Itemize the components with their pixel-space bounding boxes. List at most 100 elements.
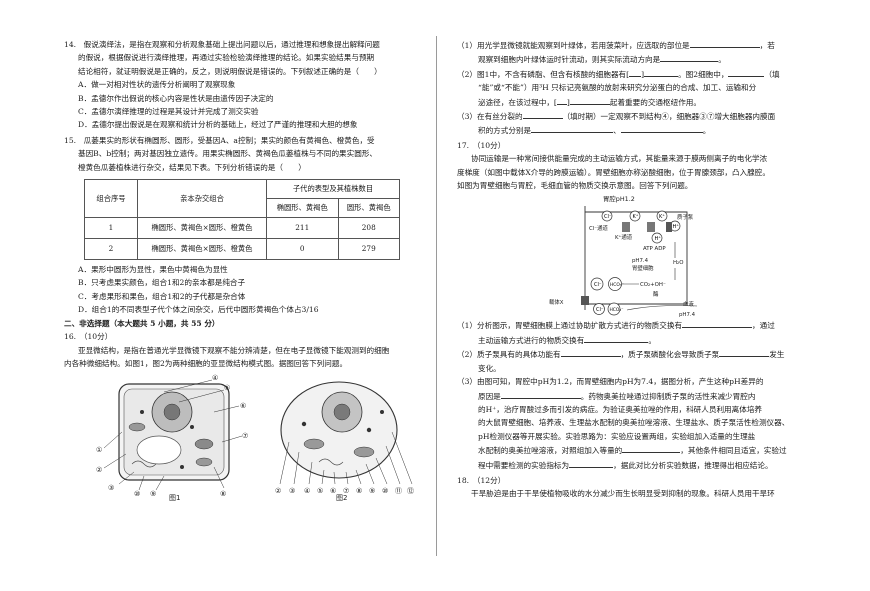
cl-ion: Cl⁻ [594,282,602,288]
q16-head: 16. （10分） [64,332,113,342]
q16-line: 亚显微结构，是指在普通光学显微镜下观察不能分辨清楚，但在电子显微镜下能观测到的细… [78,345,390,355]
cl-ion: Cl⁻ [596,307,604,313]
q16-part1-cont: 观察到细胞内叶绿体运时针流动，则其实际流动方向是。 [457,52,807,66]
q17-part1-cont: 主动运输方式进行的物质交换有。 [457,333,807,347]
proton-pump-label: 质子泵 [677,213,694,221]
fig1-label: ① [96,446,102,454]
fig2-label: ⑫ [407,487,414,495]
cl-ion: Cl⁻ [604,214,612,220]
cell-id: 2 [84,238,138,261]
answer-blank[interactable] [728,67,765,77]
h-ion: H⁺ [655,236,662,242]
q15-line: 橙黄色瓜蒌植株进行杂交，结果见下表。下列分析错误的是（ ） [78,162,306,172]
q17-part3-cont: 的H⁺，治疗胃酸过多而引发的病症。为验证奥美拉唑的作用，科研人员利用离体培养 [478,404,763,414]
figure-2-caption: 图2 [336,494,347,502]
q16-part1: （1）用光学显微镜就能观察到叶绿体，若用菠菜叶，应选取的部位是，若 [457,38,807,52]
q17-part2: （2）质子泵具有的具体功能有，质子泵磷酸化会导致质子泵发生 [457,347,807,361]
answer-blank[interactable] [531,123,614,134]
answer-blank[interactable] [556,95,567,105]
cell-c1: 211 [266,217,339,240]
q16-part2-cont: “能”或“不能”）用³H 只标记亮氨酸的放射来研究分泌蛋白的合成、加工、运输和分 [478,83,757,93]
k-ion: K⁺ [633,214,639,220]
answer-blank[interactable] [620,123,703,134]
right-column: （1）用光学显微镜就能观察到叶绿体，若用菠菜叶，应选取的部位是，若 观察到细胞内… [457,38,807,501]
answer-blank[interactable] [584,333,649,343]
fig1-label: ⑦ [242,432,248,440]
answer-blank[interactable] [500,389,581,399]
atp-label: ATP ADP [643,246,666,252]
answer-blank[interactable] [682,318,753,329]
q16-part3-cont: 积的方式分别是、。 [457,123,807,137]
lumen-label: 胃腔pH1.2 [603,194,635,203]
section-heading: 二、非选择题（本大题共 5 小题，共 55 分） [64,318,220,328]
answer-blank[interactable] [569,95,610,105]
cell-c2: 279 [337,238,400,261]
figure-1-leader-lines [103,380,243,491]
cell-label: 胃壁细胞 [632,264,654,272]
answer-blank[interactable] [660,52,719,63]
blood-ph-label: pH7.4 [679,312,696,318]
q17-part3: （3）由图可知，胃腔中pH为1.2，而胃壁细胞内pH为7.4，据图分析，产生这种… [457,377,764,387]
figure-1-cell [118,383,230,481]
q15-line: 15. 瓜蒌果实的形状有椭圆形、圆形，受基因A、a控制；果实的颜色有黄褐色、橙黄… [64,135,375,145]
fig1-label: ⑩ [134,490,140,498]
fig1-label: ⑧ [220,490,226,498]
header-cross: 亲本杂交组合 [137,179,267,219]
header-offspring: 子代的表型及其植株数目 [266,179,400,200]
question-16: 16. （10分） 亚显微结构，是指在普通光学显微镜下观察不能分辨清楚，但在电子… [64,330,418,502]
answer-blank[interactable] [560,347,621,358]
cell-c2: 208 [337,217,400,240]
hco3-ion: HCO₃⁻ [610,307,625,313]
enzyme-label: 酶 [653,290,659,298]
header-group: 组合序号 [84,179,138,219]
header-col1: 椭圆形、黄褐色 [266,198,339,219]
table-row: 2 椭圆形、黄褐色×圆形、橙黄色 0 279 [84,238,400,261]
fig1-label: ④ [212,374,218,382]
answer-blank[interactable] [569,458,614,468]
blood-label: 血液 [683,300,694,308]
q15-line: 基因B、b控制；两对基因独立遗传。用果实椭圆形、黄褐色瓜蒌植株与不同的果实圆形、 [78,149,377,159]
q14-line: 结论相符，就证明假说是正确的，反之，则说明假说是错误的。下列叙述正确的是（ ） [78,66,382,76]
figure-1-caption: 图1 [169,494,180,502]
answer-blank[interactable] [689,38,760,48]
k-ion: K⁺ [659,214,665,220]
fig2-label: ⑨ [369,487,375,495]
cross-results-table: 组合序号 亲本杂交组合 子代的表型及其植株数目 椭圆形、黄褐色 圆形、黄褐色 1… [84,179,400,261]
q16-line: 内各种微细结构。如图1，图2为两种细胞的亚显微结构模式图。据图回答下列问题。 [64,358,348,368]
fig1-label: ⑥ [240,402,246,410]
carrier-x-label: 载体X [549,298,564,306]
cell-ph-label: pH7.4 [632,258,649,264]
co2-oh-label: CO₂+OH⁻ [640,282,666,288]
fig2-label: ③ [289,487,295,495]
q15-option-a: A．果形中圆形为显性，果色中黄褐色为显性 [78,265,228,275]
cell-cross: 椭圆形、黄褐色×圆形、橙黄色 [137,238,267,261]
cell-diagrams: ① ② ③ ④ ⑤ ⑥ ⑦ ⑧ ⑨ ⑩ 图1 [96,374,414,502]
q18-line: 干旱胁迫是由于干旱使植物吸收的水分减少而生长明显受到抑制的现象。科研人员用干旱环 [471,489,775,499]
q16-part3: （3）在有丝分裂的（填时期）一定观察不到结构④，细胞器③⑦增大细胞器内膜面 [457,109,807,123]
q14-line: 的假说，根据假说进行演绎推理，再通过实验检验演绎推理的结论。如果实验结果与预期 [78,53,375,63]
answer-blank[interactable] [622,443,681,454]
q17-part3-cont: 原因是。药物奥美拉唑通过抑制质子泵的活性来减少胃腔内 [457,389,807,403]
table-row: 1 椭圆形、黄褐色×圆形、橙黄色 211 208 [84,217,400,240]
q18-head: 18. （12分） [457,475,506,485]
q14-option-a: A．做一对相对性状的遗传分析阐明了观察现象 [78,80,236,90]
fig2-label: ⑦ [343,487,349,495]
answer-blank[interactable] [719,347,770,358]
answer-blank[interactable] [522,109,563,120]
answer-blank[interactable] [644,67,679,77]
h2o-label: H₂O [673,260,683,266]
answer-blank[interactable] [629,67,642,77]
q15-option-d: D．组合1的不同表型子代个体之间杂交，后代中圆形黄褐色个体占3/16 [78,305,319,315]
column-divider [436,36,437,556]
fig2-label: ⑤ [317,487,323,495]
q17-part3-cont: 的大鼠胃壁细胞、培养液、生理盐水配制的奥美拉唑溶液、生理盐水、质子泵活性检测仪器… [478,418,790,428]
q17-head: 17. （10分） [457,140,506,150]
q14-option-b: B．孟德尔作出假说的核心内容是性状是由遗传因子决定的 [78,93,274,103]
fig2-label: ② [275,487,281,495]
cell-cross: 椭圆形、黄褐色×圆形、橙黄色 [137,217,267,240]
q16-part2: （2）图1中，不含有磷脂、但含有核酸的细胞器有[]。图2细胞中，（填 [457,67,807,81]
cell-id: 1 [84,217,138,240]
fig2-label: ⑧ [356,487,362,495]
q15-option-b: B．只考虑果实颜色，组合1和2的亲本都是纯合子 [78,278,246,288]
fig2-label: ⑥ [330,487,336,495]
